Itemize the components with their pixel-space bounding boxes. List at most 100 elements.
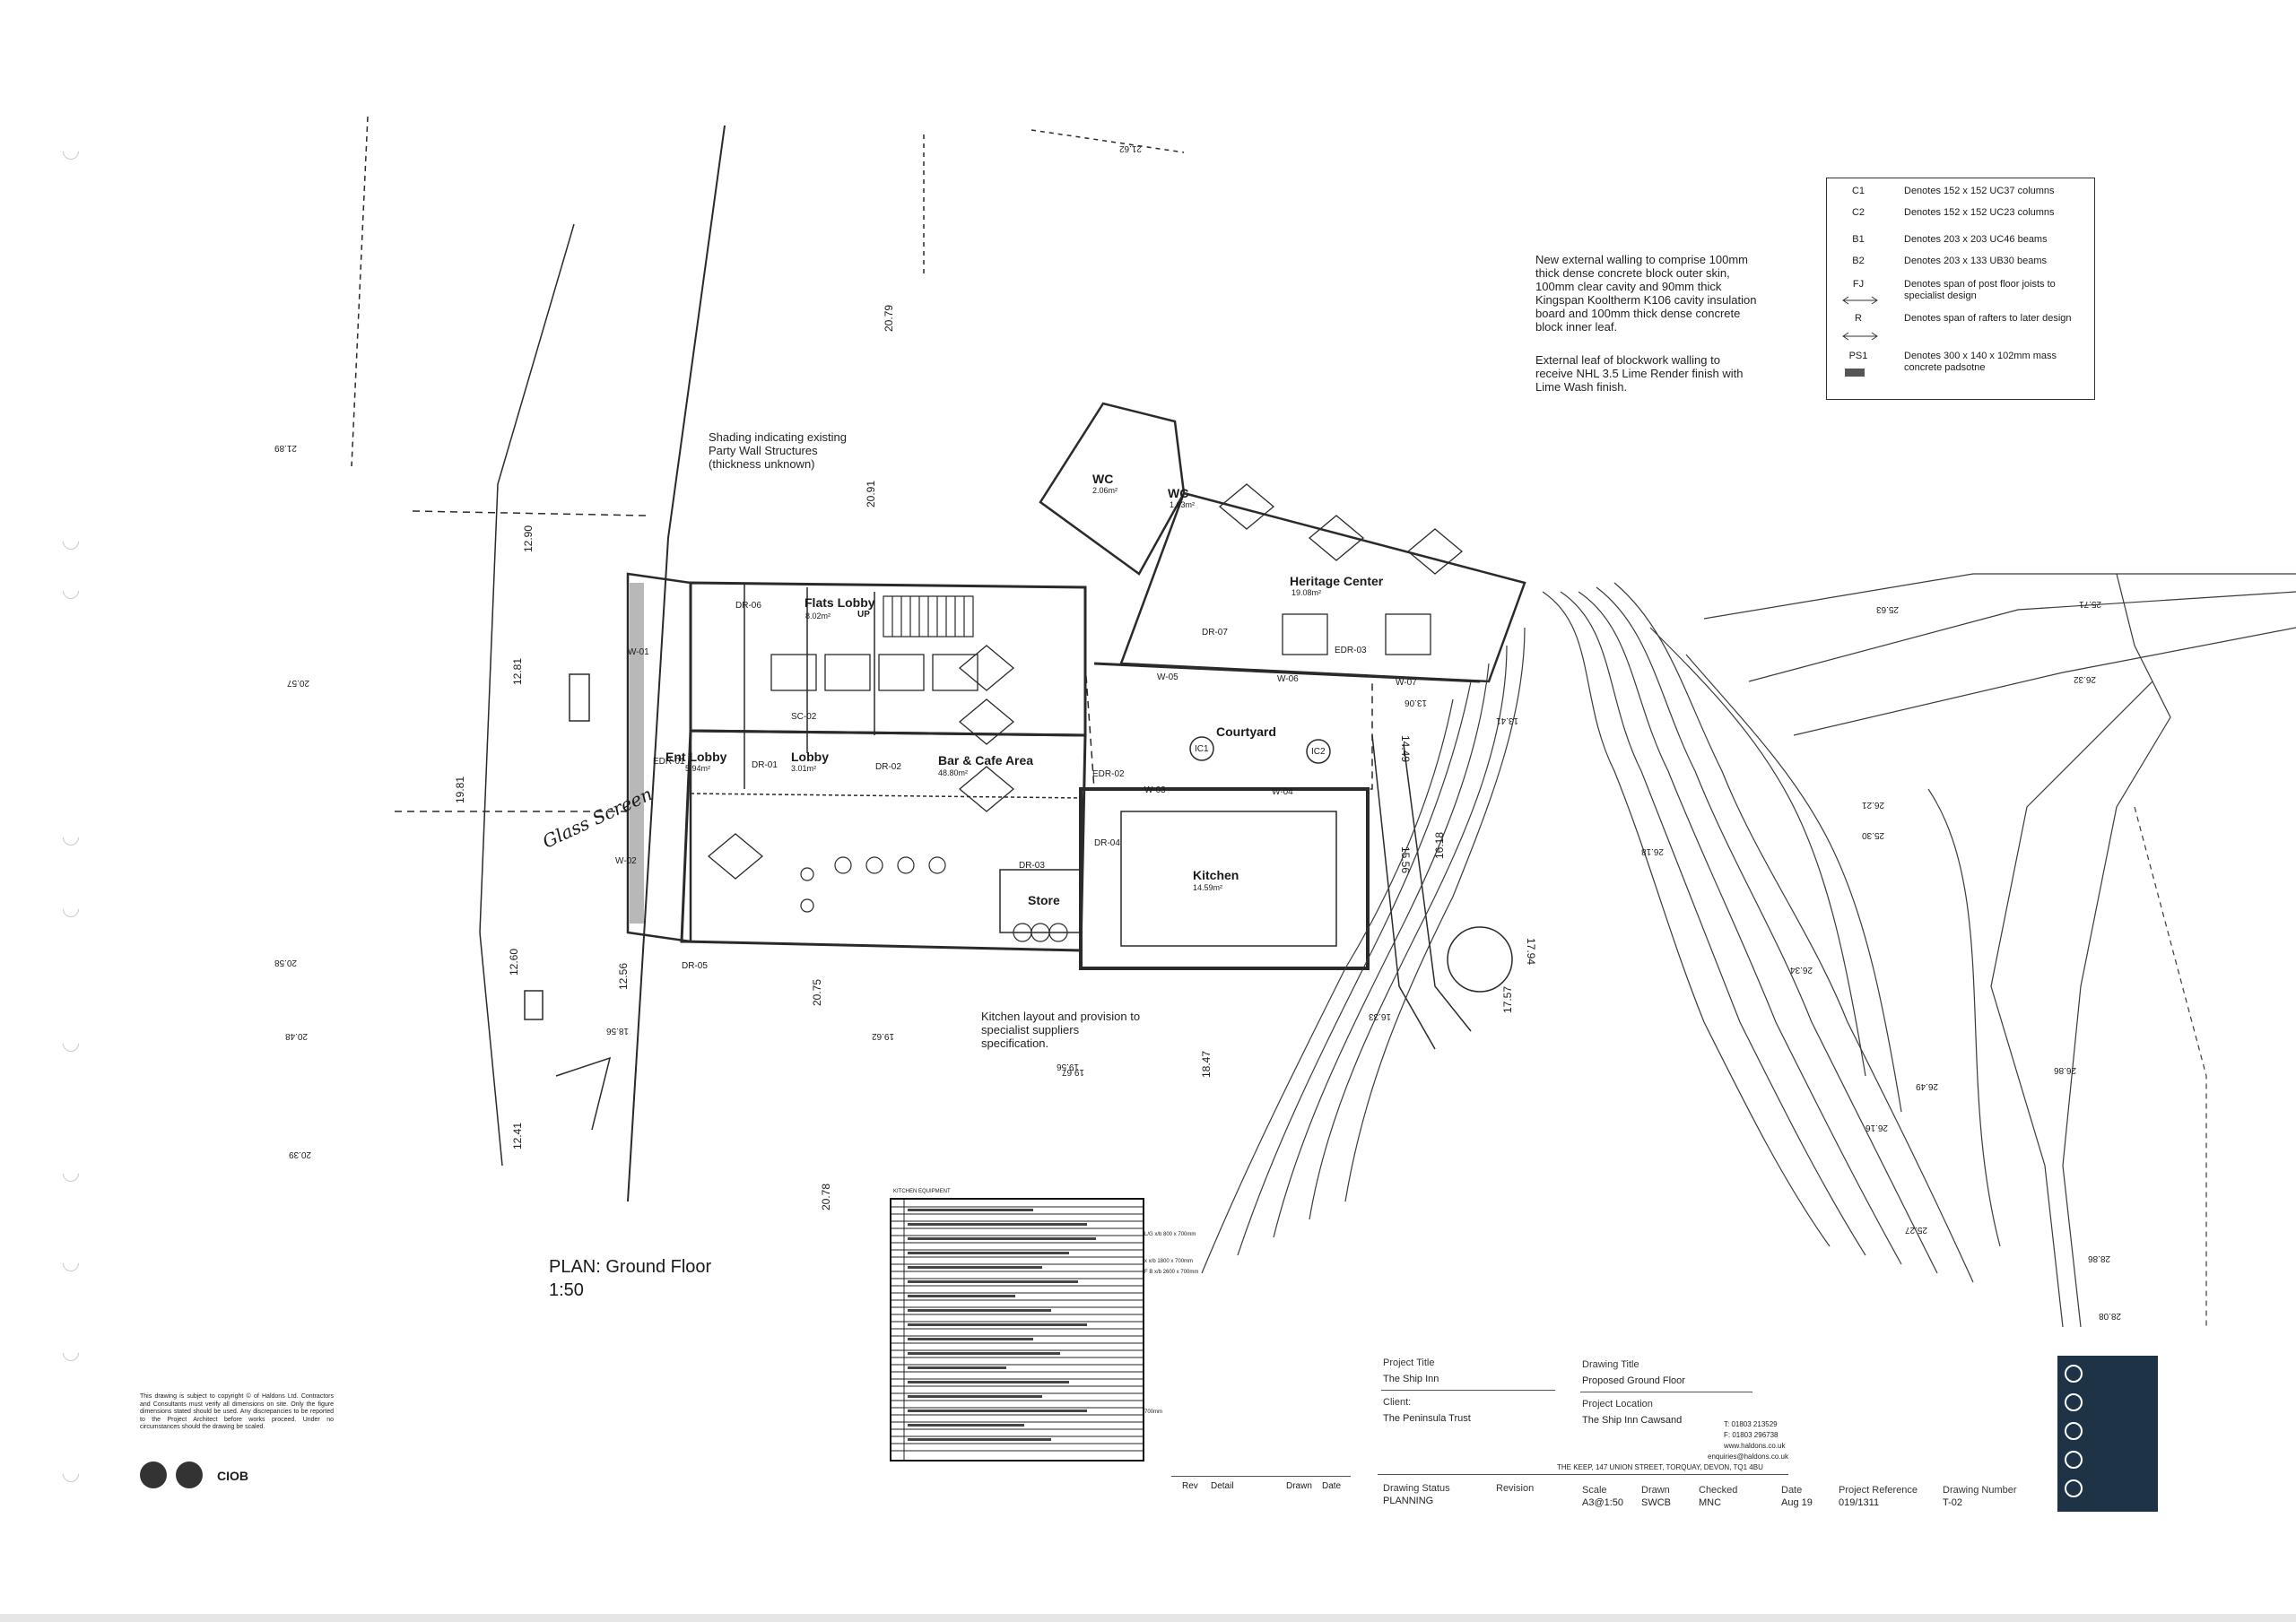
tag-edr02: EDR-02 — [1092, 769, 1125, 779]
drawing-number: T-02 — [1943, 1497, 1963, 1508]
spot-level: 26.18 — [1641, 846, 1665, 856]
spot-level: 25.71 — [2079, 599, 2102, 609]
tag-edr03: EDR-03 — [1335, 646, 1367, 655]
spot-level: 19.67 — [1062, 1067, 1085, 1077]
spot-level: 19.62 — [872, 1031, 895, 1041]
legend-desc: Denotes span of post floor joists to spe… — [1904, 279, 2056, 301]
tag-dr06: DR-06 — [735, 601, 761, 611]
room-label-kitchen: Kitchen — [1193, 868, 1239, 882]
spot-level: 25.27 — [1905, 1225, 1928, 1235]
equipment-note: 700mm — [1144, 1409, 1163, 1415]
plan-scale: 1:50 — [549, 1280, 584, 1300]
drawing-status: PLANNING — [1383, 1496, 1434, 1506]
spot-level: 21.89 — [274, 443, 298, 453]
spot-level: 12.41 — [511, 1123, 524, 1150]
tag-w05: W-05 — [1157, 672, 1178, 682]
legend-desc: Denotes 152 x 152 UC37 columns — [1904, 186, 2055, 196]
spot-level: 17.57 — [1501, 986, 1514, 1014]
drawing-status-label: Drawing Status — [1383, 1483, 1450, 1494]
road-edge-line — [627, 125, 726, 1202]
legend-desc: Denotes 300 x 140 x 102mm mass concrete … — [1904, 351, 2057, 373]
tag-dr03: DR-03 — [1019, 861, 1045, 871]
logo-ring-icon — [2065, 1393, 2083, 1411]
drawing-title-label: Drawing Title — [1582, 1359, 1639, 1370]
padstone-symbol — [1845, 369, 1865, 377]
kitchen-layout-note: Kitchen layout and provision to speciali… — [981, 1010, 1141, 1050]
drawn-header: Drawn — [1286, 1481, 1312, 1491]
date-label: Date — [1781, 1485, 1803, 1496]
spot-level: 26.16 — [1866, 1123, 1889, 1132]
spot-level: 26.86 — [2054, 1065, 2077, 1075]
tag-dr05: DR-05 — [682, 961, 708, 971]
equipment-note: L/G x/b 800 x 700mm — [1144, 1232, 1196, 1237]
spot-level: 28.86 — [2088, 1253, 2111, 1263]
telephone: T: 01803 213529 — [1724, 1420, 1778, 1428]
room-area-wc2: 1.63m² — [1170, 500, 1196, 509]
render-note: External leaf of blockwork walling to re… — [1535, 353, 1744, 394]
room-area-wc1: 2.06m² — [1092, 486, 1118, 495]
legend-code: C1 — [1851, 186, 1866, 196]
tag-w01: W-01 — [628, 647, 649, 657]
checked-by: MNC — [1699, 1497, 1722, 1508]
project-title-label: Project Title — [1383, 1357, 1435, 1368]
room-label-lobby: Lobby — [791, 750, 829, 764]
room-area-flats-lobby: 8.02m² — [805, 612, 831, 620]
ciob-logo: CIOB — [217, 1469, 248, 1483]
project-title: The Ship Inn — [1383, 1374, 1439, 1384]
spot-level: 12.60 — [508, 949, 520, 976]
spot-level: 12.90 — [522, 525, 535, 553]
detail-header: Detail — [1211, 1481, 1234, 1491]
room-area-lobby: 3.01m² — [791, 764, 817, 773]
legend-code: B2 — [1852, 256, 1865, 266]
kitchen-equipment-schedule: KITCHEN EQUIPMENT — [890, 1189, 1144, 1462]
tag-stair-up: UP — [857, 610, 870, 620]
room-area-heritage-center: 19.08m² — [1292, 588, 1322, 597]
spot-level: 13.06 — [1405, 698, 1428, 707]
revision-label: Revision — [1496, 1483, 1535, 1494]
room-label-wc1: WC — [1092, 472, 1114, 486]
tag-sc02: SC-02 — [791, 712, 817, 722]
logo-ring-icon — [2065, 1365, 2083, 1383]
client: The Peninsula Trust — [1383, 1413, 1471, 1424]
tag-w06: W-06 — [1277, 674, 1299, 684]
scale: A3@1:50 — [1582, 1497, 1624, 1508]
scale-label: Scale — [1582, 1485, 1607, 1496]
date: Aug 19 — [1781, 1497, 1813, 1508]
spot-level: 18.47 — [1200, 1051, 1213, 1079]
spot-level: 26.32 — [2074, 674, 2097, 684]
room-label-ent-lobby: Ent Lobby — [665, 750, 727, 764]
external-wall-note: New external walling to comprise 100mm t… — [1535, 253, 1757, 334]
copyright-notice: This drawing is subject to copyright © o… — [140, 1393, 334, 1430]
room-label-heritage-center: Heritage Center — [1290, 574, 1384, 588]
spot-level: 26.34 — [1790, 965, 1813, 975]
legend-code: FJ — [1852, 279, 1865, 290]
spot-level: 20.79 — [883, 305, 895, 333]
spot-level: 20.39 — [289, 1149, 312, 1159]
website-link[interactable]: www.haldons.co.uk — [1724, 1442, 1786, 1450]
spot-level: 25.63 — [1876, 604, 1900, 614]
equipment-title: KITCHEN EQUIPMENT — [893, 1189, 951, 1194]
email-link[interactable]: enquiries@haldons.co.uk — [1708, 1453, 1788, 1461]
tag-w07: W-07 — [1396, 678, 1417, 688]
legend-desc: Denotes 203 x 203 UC46 beams — [1904, 234, 2048, 245]
legend-desc: Denotes 203 x 133 UB30 beams — [1904, 256, 2047, 266]
tag-column-ic1: IC1 — [1195, 744, 1209, 754]
spot-level: 13.41 — [1496, 716, 1519, 725]
divider — [1381, 1390, 1555, 1391]
project-location: The Ship Inn Cawsand — [1582, 1415, 1683, 1426]
span-arrows-icon — [1842, 296, 1878, 341]
rev-header: Rev — [1182, 1481, 1198, 1491]
spot-level: 19.81 — [454, 776, 466, 804]
equipment-rows — [891, 1200, 1143, 1460]
date-header: Date — [1322, 1481, 1342, 1491]
spot-level: 14.49 — [1399, 735, 1412, 763]
spot-level: 20.58 — [274, 958, 298, 967]
spot-level: 16.18 — [1433, 832, 1446, 860]
tag-w02: W-02 — [615, 856, 637, 866]
spot-level: 12.81 — [511, 658, 524, 686]
page-bottom-edge — [0, 1614, 2296, 1622]
drawn-by: SWCB — [1641, 1497, 1671, 1508]
legend-code: B1 — [1852, 234, 1865, 245]
equipment-note: F B x/b 2600 x 700mm — [1144, 1270, 1199, 1275]
